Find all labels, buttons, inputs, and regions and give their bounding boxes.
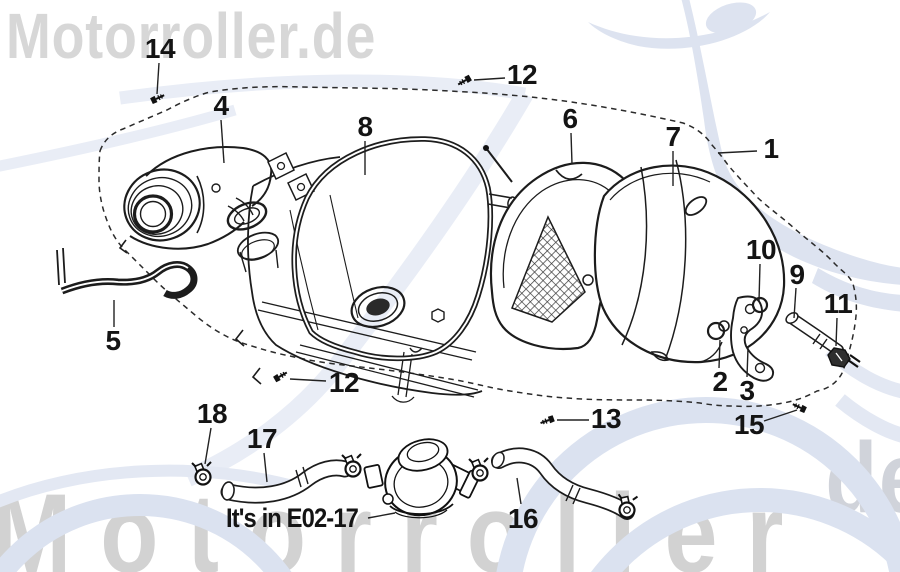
hose-17-drawing <box>220 459 354 504</box>
valve-drawing <box>363 438 481 519</box>
callout-15: 15 <box>733 409 765 440</box>
callout-3: 3 <box>739 375 755 406</box>
bird-logo-watermark <box>588 0 900 312</box>
callout-12-top: 12 <box>506 59 538 90</box>
watermark-top-text: Motorroller.de <box>6 0 377 72</box>
callout-7: 7 <box>665 121 681 152</box>
callout-11: 11 <box>823 288 853 319</box>
reference-note: It's in E02-17 <box>226 503 359 533</box>
callout-1: 1 <box>763 133 779 164</box>
hose-16-drawing <box>491 447 635 520</box>
dashed-boundary <box>98 85 858 408</box>
gasket-drawing <box>291 136 517 362</box>
clip-2-drawing <box>706 320 730 341</box>
callout-5: 5 <box>105 325 121 356</box>
callout-12-bottom: 12 <box>328 367 360 398</box>
bracket-3-drawing <box>730 295 775 382</box>
callout-2: 2 <box>712 366 728 397</box>
intake-duct-drawing <box>118 146 280 273</box>
callout-17: 17 <box>246 423 278 454</box>
callout-4: 4 <box>213 90 229 121</box>
callout-9: 9 <box>789 259 805 290</box>
callout-13: 13 <box>590 403 622 434</box>
leader-lines <box>113 62 838 519</box>
airbox-lower-case-drawing <box>234 151 483 403</box>
note-line <box>367 512 396 519</box>
fitting-11-drawing <box>827 347 861 368</box>
drain-hose-9-drawing <box>785 312 844 356</box>
callout-14: 14 <box>144 33 176 64</box>
callout-18: 18 <box>196 398 228 429</box>
callout-6: 6 <box>562 103 578 134</box>
callout-8: 8 <box>357 111 373 142</box>
ring-10-drawing <box>751 296 769 314</box>
callout-10: 10 <box>745 234 777 265</box>
bracket-5-drawing <box>56 247 198 299</box>
callout-16: 16 <box>507 503 539 534</box>
